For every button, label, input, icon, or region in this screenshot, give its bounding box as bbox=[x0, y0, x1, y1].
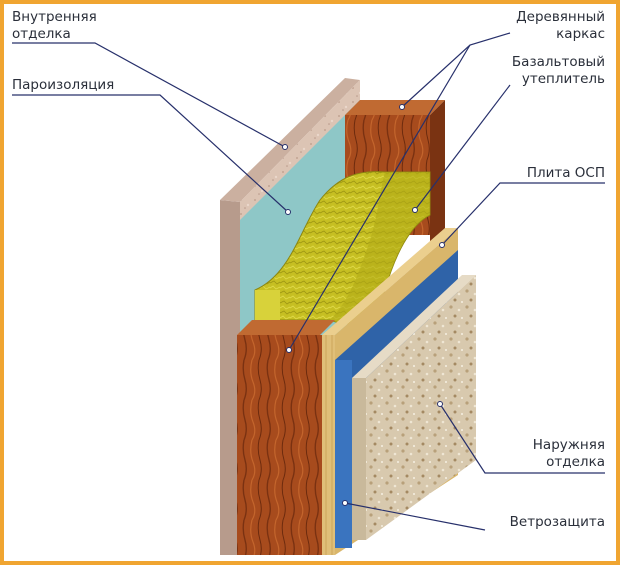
label-wind-barrier: Ветрозащита bbox=[509, 514, 605, 530]
label-basalt-insulation: Базальтовый утеплитель bbox=[511, 54, 605, 87]
leader-dots bbox=[282, 104, 445, 506]
outer-finish-layer bbox=[352, 275, 476, 540]
label-outer-finish: Наружняя отделка bbox=[532, 437, 605, 470]
label-inner-finish: Внутренняя отделка bbox=[12, 9, 97, 42]
label-osb-board: Плита ОСП bbox=[526, 165, 605, 181]
leader-lines bbox=[12, 32, 605, 531]
label-wood-frame: Деревянный каркас bbox=[516, 9, 605, 42]
wood-frame-front bbox=[237, 320, 335, 555]
label-vapor-barrier: Пароизоляция bbox=[12, 77, 115, 93]
